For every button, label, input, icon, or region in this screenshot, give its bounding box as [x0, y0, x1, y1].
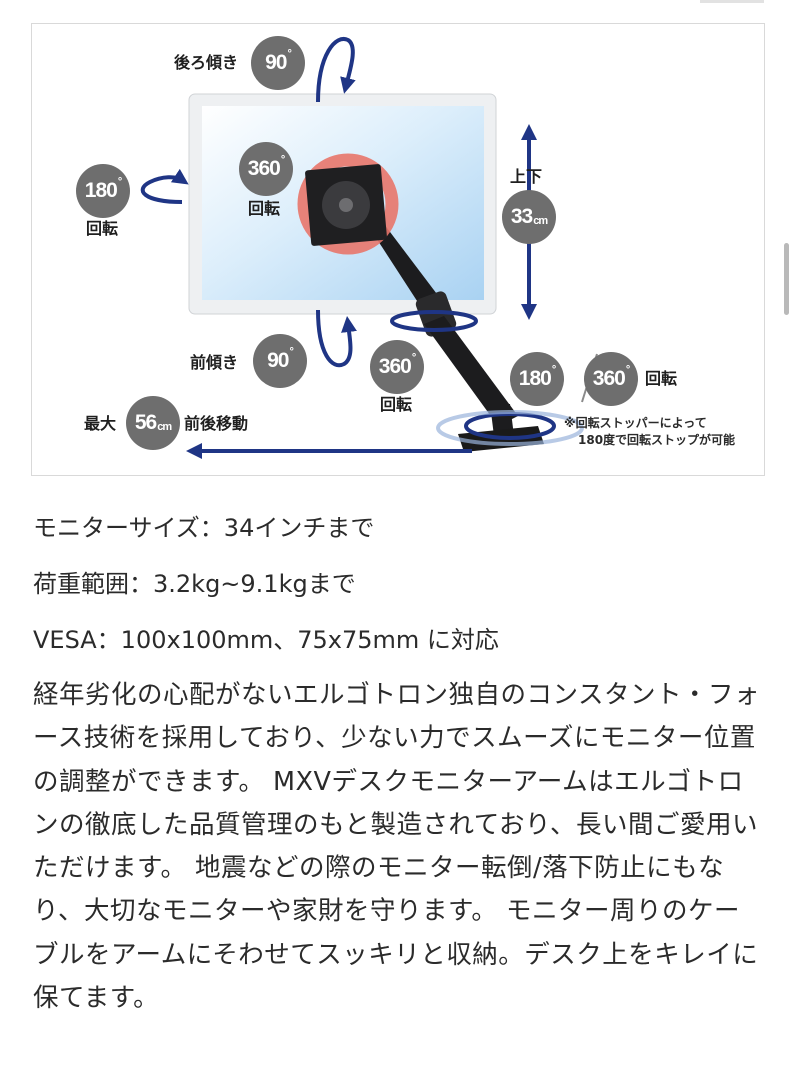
stopper-note-line1: ※回転ストッパーによって: [564, 416, 707, 430]
left-rotation-value: 180: [84, 179, 118, 202]
rotation-ring: [297, 153, 399, 255]
forward-tilt-badge: 90°: [253, 334, 307, 388]
back-tilt-label: 後ろ傾き: [174, 53, 239, 72]
left-rotation-arrow: [140, 168, 189, 204]
forward-tilt-value: 90: [267, 349, 289, 372]
back-tilt-value: 90: [265, 51, 287, 74]
forward-tilt-unit: °: [289, 346, 294, 358]
stopper-note-line2: 180度で回転ストップが可能: [578, 433, 736, 447]
back-tilt-badge: 90°: [251, 36, 305, 90]
center-rotation-value: 360: [247, 157, 281, 180]
elbow-rotation-arrow: [390, 310, 478, 332]
product-description: 経年劣化の心配がないエルゴトロン独自のコンスタント・フォース技術を採用しており、…: [33, 680, 760, 1014]
center-rotation-unit: °: [280, 154, 286, 166]
vertical-label: 上下: [510, 167, 543, 186]
back-tilt-unit: °: [287, 48, 292, 60]
forward-tilt-arrow: [316, 309, 357, 368]
lower-arm: [424, 316, 518, 426]
reach-prefix: 最大: [84, 414, 117, 433]
arm-illustration: [140, 37, 598, 459]
spec-vesa: VESA：100x100mm、75x75mm に対応: [33, 626, 499, 654]
left-rotation-badge: 180°: [76, 164, 130, 218]
base-rotation-unit-180: °: [551, 364, 557, 376]
reach-unit: cm: [157, 421, 172, 433]
spec-monitor-size: モニターサイズ：34インチまで: [33, 514, 375, 542]
center-rotation-badge: 360°: [239, 142, 293, 196]
scrollbar-thumb[interactable]: [784, 243, 789, 315]
back-tilt-arrow: [316, 37, 356, 103]
vertical-unit: cm: [533, 215, 548, 227]
base-rotation-badge-180: 180°: [510, 352, 564, 406]
top-divider: [700, 0, 764, 3]
vertical-value: 33: [510, 205, 533, 228]
elbow-rotation-label: 回転: [380, 395, 413, 414]
base-rotation-label: 回転: [645, 369, 678, 388]
base-rotation-badge-360: 360°: [584, 352, 638, 406]
spec-load-range: 荷重範囲：3.2kg~9.1kgまで: [33, 570, 356, 598]
elbow-rotation-unit: °: [411, 352, 417, 364]
base-rotation-unit-360: °: [625, 364, 631, 376]
center-rotation-label: 回転: [248, 199, 281, 218]
forward-tilt-label: 前傾き: [190, 353, 239, 372]
reach-suffix: 前後移動: [184, 414, 249, 433]
reach-value: 56: [134, 411, 157, 434]
base-rotation-value-360: 360: [592, 367, 626, 390]
left-rotation-label: 回転: [86, 219, 119, 238]
base-rotation-value-180: 180: [518, 367, 552, 390]
base-rotation-outer: [436, 410, 584, 446]
elbow-rotation-value: 360: [378, 355, 412, 378]
left-rotation-unit: °: [117, 176, 123, 188]
elbow-rotation-badge: 360°: [370, 340, 424, 394]
